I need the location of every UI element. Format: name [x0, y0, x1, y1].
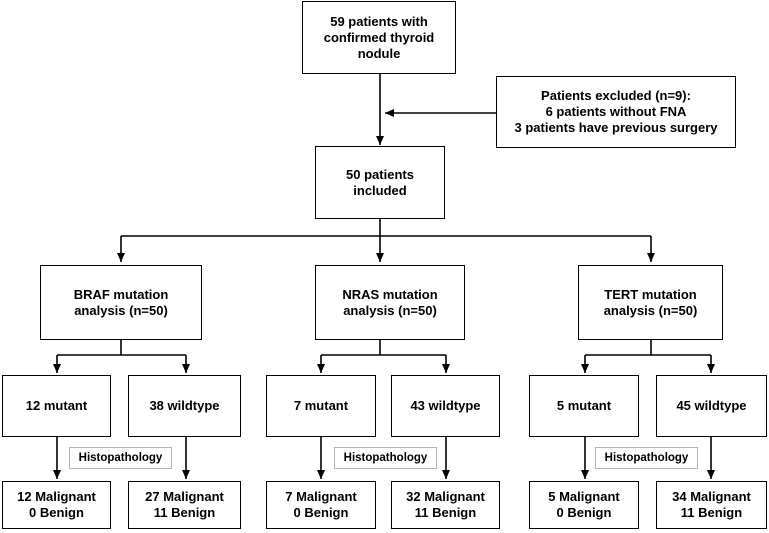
nras-histopathology-label: Histopathology: [334, 447, 437, 469]
tert-histopathology-label: Histopathology: [595, 447, 698, 469]
nras-analysis-line-1: NRAS mutation: [342, 286, 438, 302]
tert-mutant-benign: 0 Benign: [556, 505, 612, 520]
braf-mutant-box: 12 mutant: [2, 375, 111, 437]
nras-mutant-malignant: 7 Malignant: [285, 489, 357, 504]
included-line-2: included: [353, 182, 407, 198]
screened-patients-box: 59 patients with confirmed thyroid nodul…: [302, 1, 456, 74]
braf-mutant-label: 12 mutant: [25, 398, 88, 413]
nras-analysis-box: NRAS mutation analysis (n=50): [315, 265, 465, 340]
braf-mutant-benign: 0 Benign: [29, 505, 84, 520]
nras-mutant-box: 7 mutant: [266, 375, 376, 437]
tert-wildtype-label: 45 wildtype: [676, 398, 747, 413]
tert-wildtype-benign: 11 Benign: [680, 505, 743, 520]
nras-wildtype-malignant: 32 Malignant: [406, 489, 485, 504]
tert-mutant-label: 5 mutant: [556, 398, 612, 413]
screened-line-2: confirmed thyroid: [323, 29, 435, 45]
excluded-line-2: 6 patients without FNA: [545, 104, 687, 119]
braf-analysis-box: BRAF mutation analysis (n=50): [40, 265, 202, 340]
excluded-patients-box: Patients excluded (n=9): 6 patients with…: [496, 76, 736, 148]
included-line-1: 50 patients: [346, 166, 414, 182]
tert-wildtype-box: 45 wildtype: [656, 375, 767, 437]
braf-wildtype-benign: 11 Benign: [153, 505, 216, 520]
tert-wildtype-malignant: 34 Malignant: [672, 489, 751, 504]
braf-wildtype-box: 38 wildtype: [128, 375, 241, 437]
excluded-line-1: Patients excluded (n=9):: [541, 88, 691, 103]
nras-wildtype-label: 43 wildtype: [410, 398, 481, 413]
excluded-line-3: 3 patients have previous surgery: [514, 120, 718, 135]
braf-wildtype-malignant: 27 Malignant: [145, 489, 224, 504]
tert-mutant-outcome-box: 5 Malignant 0 Benign: [529, 481, 639, 529]
included-patients-box: 50 patients included: [315, 146, 445, 219]
tert-analysis-line-1: TERT mutation: [604, 286, 697, 302]
nras-wildtype-outcome-box: 32 Malignant 11 Benign: [391, 481, 500, 529]
tert-mutant-malignant: 5 Malignant: [548, 489, 620, 504]
braf-wildtype-label: 38 wildtype: [149, 398, 220, 413]
nras-mutant-outcome-box: 7 Malignant 0 Benign: [266, 481, 376, 529]
braf-wildtype-outcome-box: 27 Malignant 11 Benign: [128, 481, 241, 529]
nras-wildtype-benign: 11 Benign: [414, 505, 477, 520]
screened-line-3: nodule: [357, 45, 401, 61]
nras-analysis-line-2: analysis (n=50): [343, 302, 437, 318]
screened-line-1: 59 patients with: [330, 13, 428, 29]
braf-analysis-line-1: BRAF mutation: [73, 286, 169, 302]
nras-mutant-benign: 0 Benign: [293, 505, 349, 520]
nras-mutant-label: 7 mutant: [293, 398, 349, 413]
braf-mutant-malignant: 12 Malignant: [17, 489, 96, 504]
tert-wildtype-outcome-box: 34 Malignant 11 Benign: [656, 481, 767, 529]
nras-wildtype-box: 43 wildtype: [391, 375, 500, 437]
braf-histopathology-label: Histopathology: [69, 447, 172, 469]
tert-analysis-line-2: analysis (n=50): [603, 302, 698, 318]
braf-mutant-outcome-box: 12 Malignant 0 Benign: [2, 481, 111, 529]
tert-mutant-box: 5 mutant: [529, 375, 639, 437]
tert-analysis-box: TERT mutation analysis (n=50): [578, 265, 723, 340]
braf-analysis-line-2: analysis (n=50): [74, 302, 168, 318]
